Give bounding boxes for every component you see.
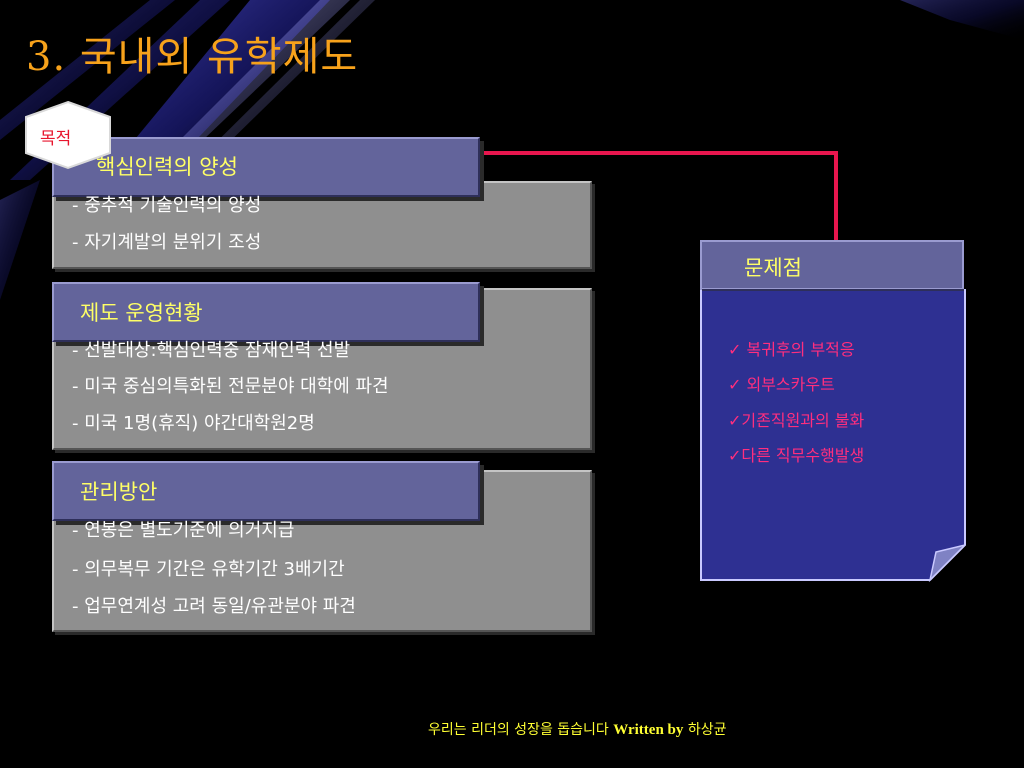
footer: 우리는 리더의 성장을 돕습니다 Written by 하상균 bbox=[428, 719, 726, 739]
section-2-line-2: - 미국 중심의특화된 전문분야 대학에 파견 bbox=[72, 378, 389, 396]
problem-item-1: ✓ 복귀후의 부적응 bbox=[728, 336, 855, 360]
problem-item-4: ✓다른 직무수행발생 bbox=[728, 442, 864, 466]
section-3-header-text: 관리방안 bbox=[80, 476, 157, 506]
footer-author: 하상균 bbox=[688, 722, 727, 738]
problem-item-3: ✓기존직원과의 불화 bbox=[728, 407, 864, 431]
problems-header-text: 문제점 bbox=[744, 252, 802, 282]
problem-item-2: ✓ 외부스카우트 bbox=[728, 371, 835, 395]
section-3-line-1: - 연봉은 별도기준에 의거지급 bbox=[72, 522, 294, 540]
section-2-line-3: - 미국 1명(휴직) 야간대학원2명 bbox=[72, 415, 315, 433]
purpose-badge-text: 목적 bbox=[40, 124, 71, 149]
section-2-line-1: - 선발대상:핵심인력중 잠재인력 선발 bbox=[72, 342, 350, 360]
section-2-header-text: 제도 운영현황 bbox=[80, 297, 203, 327]
footer-written-by: Written by bbox=[613, 722, 683, 738]
section-1-line-2: - 자기계발의 분위기 조성 bbox=[72, 234, 261, 252]
section-3-line-3: - 업무연계성 고려 동일/유관분야 파견 bbox=[72, 598, 356, 616]
section-1-line-1: - 중추적 기술인력의 양성 bbox=[72, 197, 261, 215]
section-3-line-2: - 의무복무 기간은 유학기간 3배기간 bbox=[72, 561, 345, 579]
footer-slogan: 우리는 리더의 성장을 돕습니다 bbox=[428, 722, 609, 738]
